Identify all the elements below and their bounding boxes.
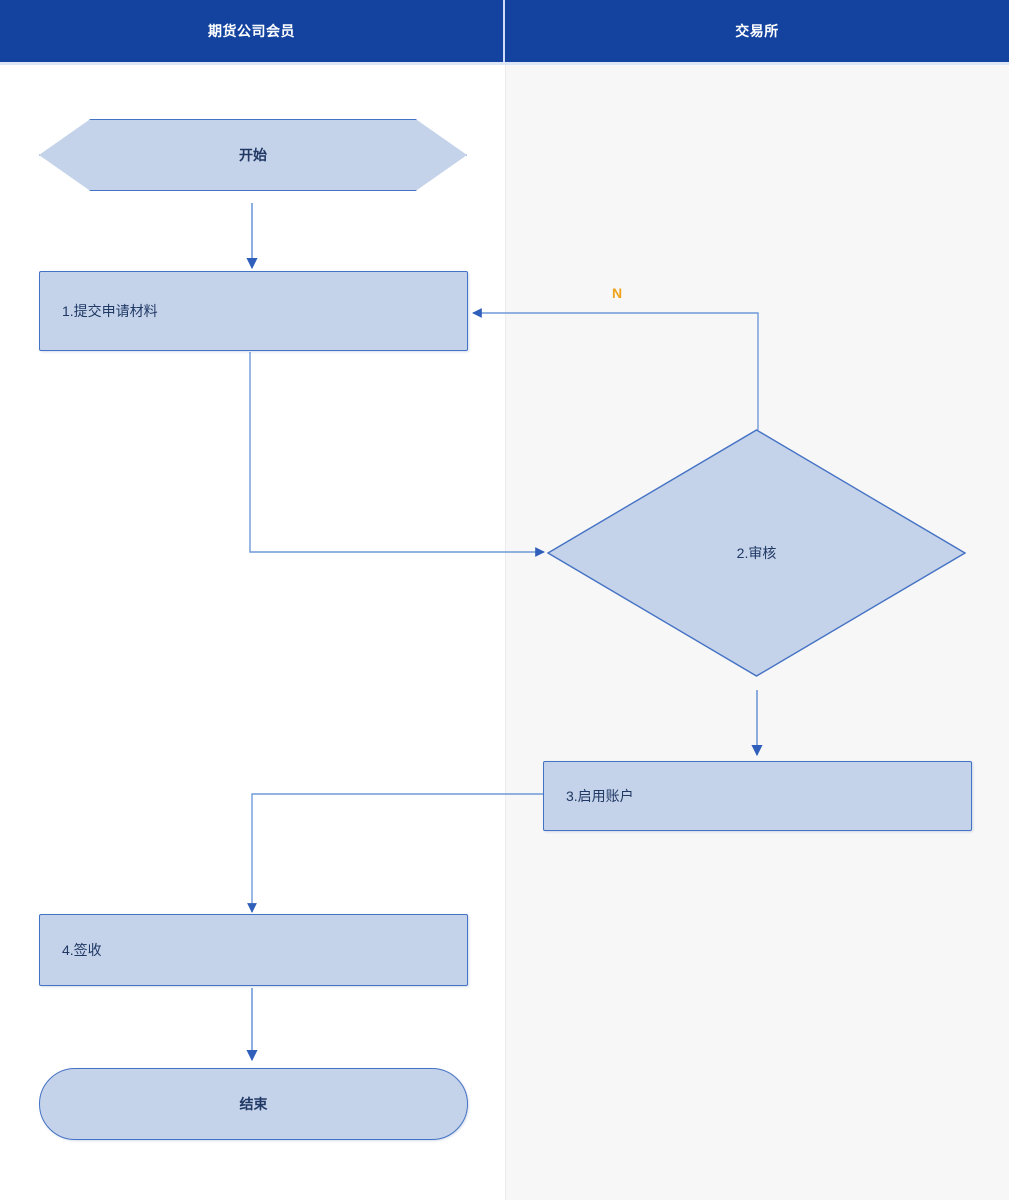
node-step2-review[interactable]: 2.审核 [547,429,966,677]
node-step2-label: 2.审核 [736,544,777,561]
lane-header-member: 期货公司会员 [0,0,505,62]
node-start[interactable]: 开始 [39,119,467,191]
node-end[interactable]: 结束 [39,1068,468,1140]
node-step4-sign-receipt[interactable]: 4.签收 [39,914,468,986]
node-end-label: 结束 [239,1095,268,1112]
node-step3-activate-account[interactable]: 3.启用账户 [543,761,972,831]
node-step3-label: 3.启用账户 [566,787,634,804]
node-step1-submit-application[interactable]: 1.提交申请材料 [39,271,468,351]
edge-label-reject-n: N [612,285,623,301]
lane-divider [505,65,506,1200]
lane-header-bar: 期货公司会员 交易所 [0,0,1009,62]
node-step1-label: 1.提交申请材料 [62,302,158,319]
node-start-label: 开始 [239,146,267,163]
lane-header-exchange: 交易所 [505,0,1009,62]
node-step4-label: 4.签收 [62,941,102,958]
header-underline [0,62,1009,65]
decision-diamond-shape [547,429,966,677]
